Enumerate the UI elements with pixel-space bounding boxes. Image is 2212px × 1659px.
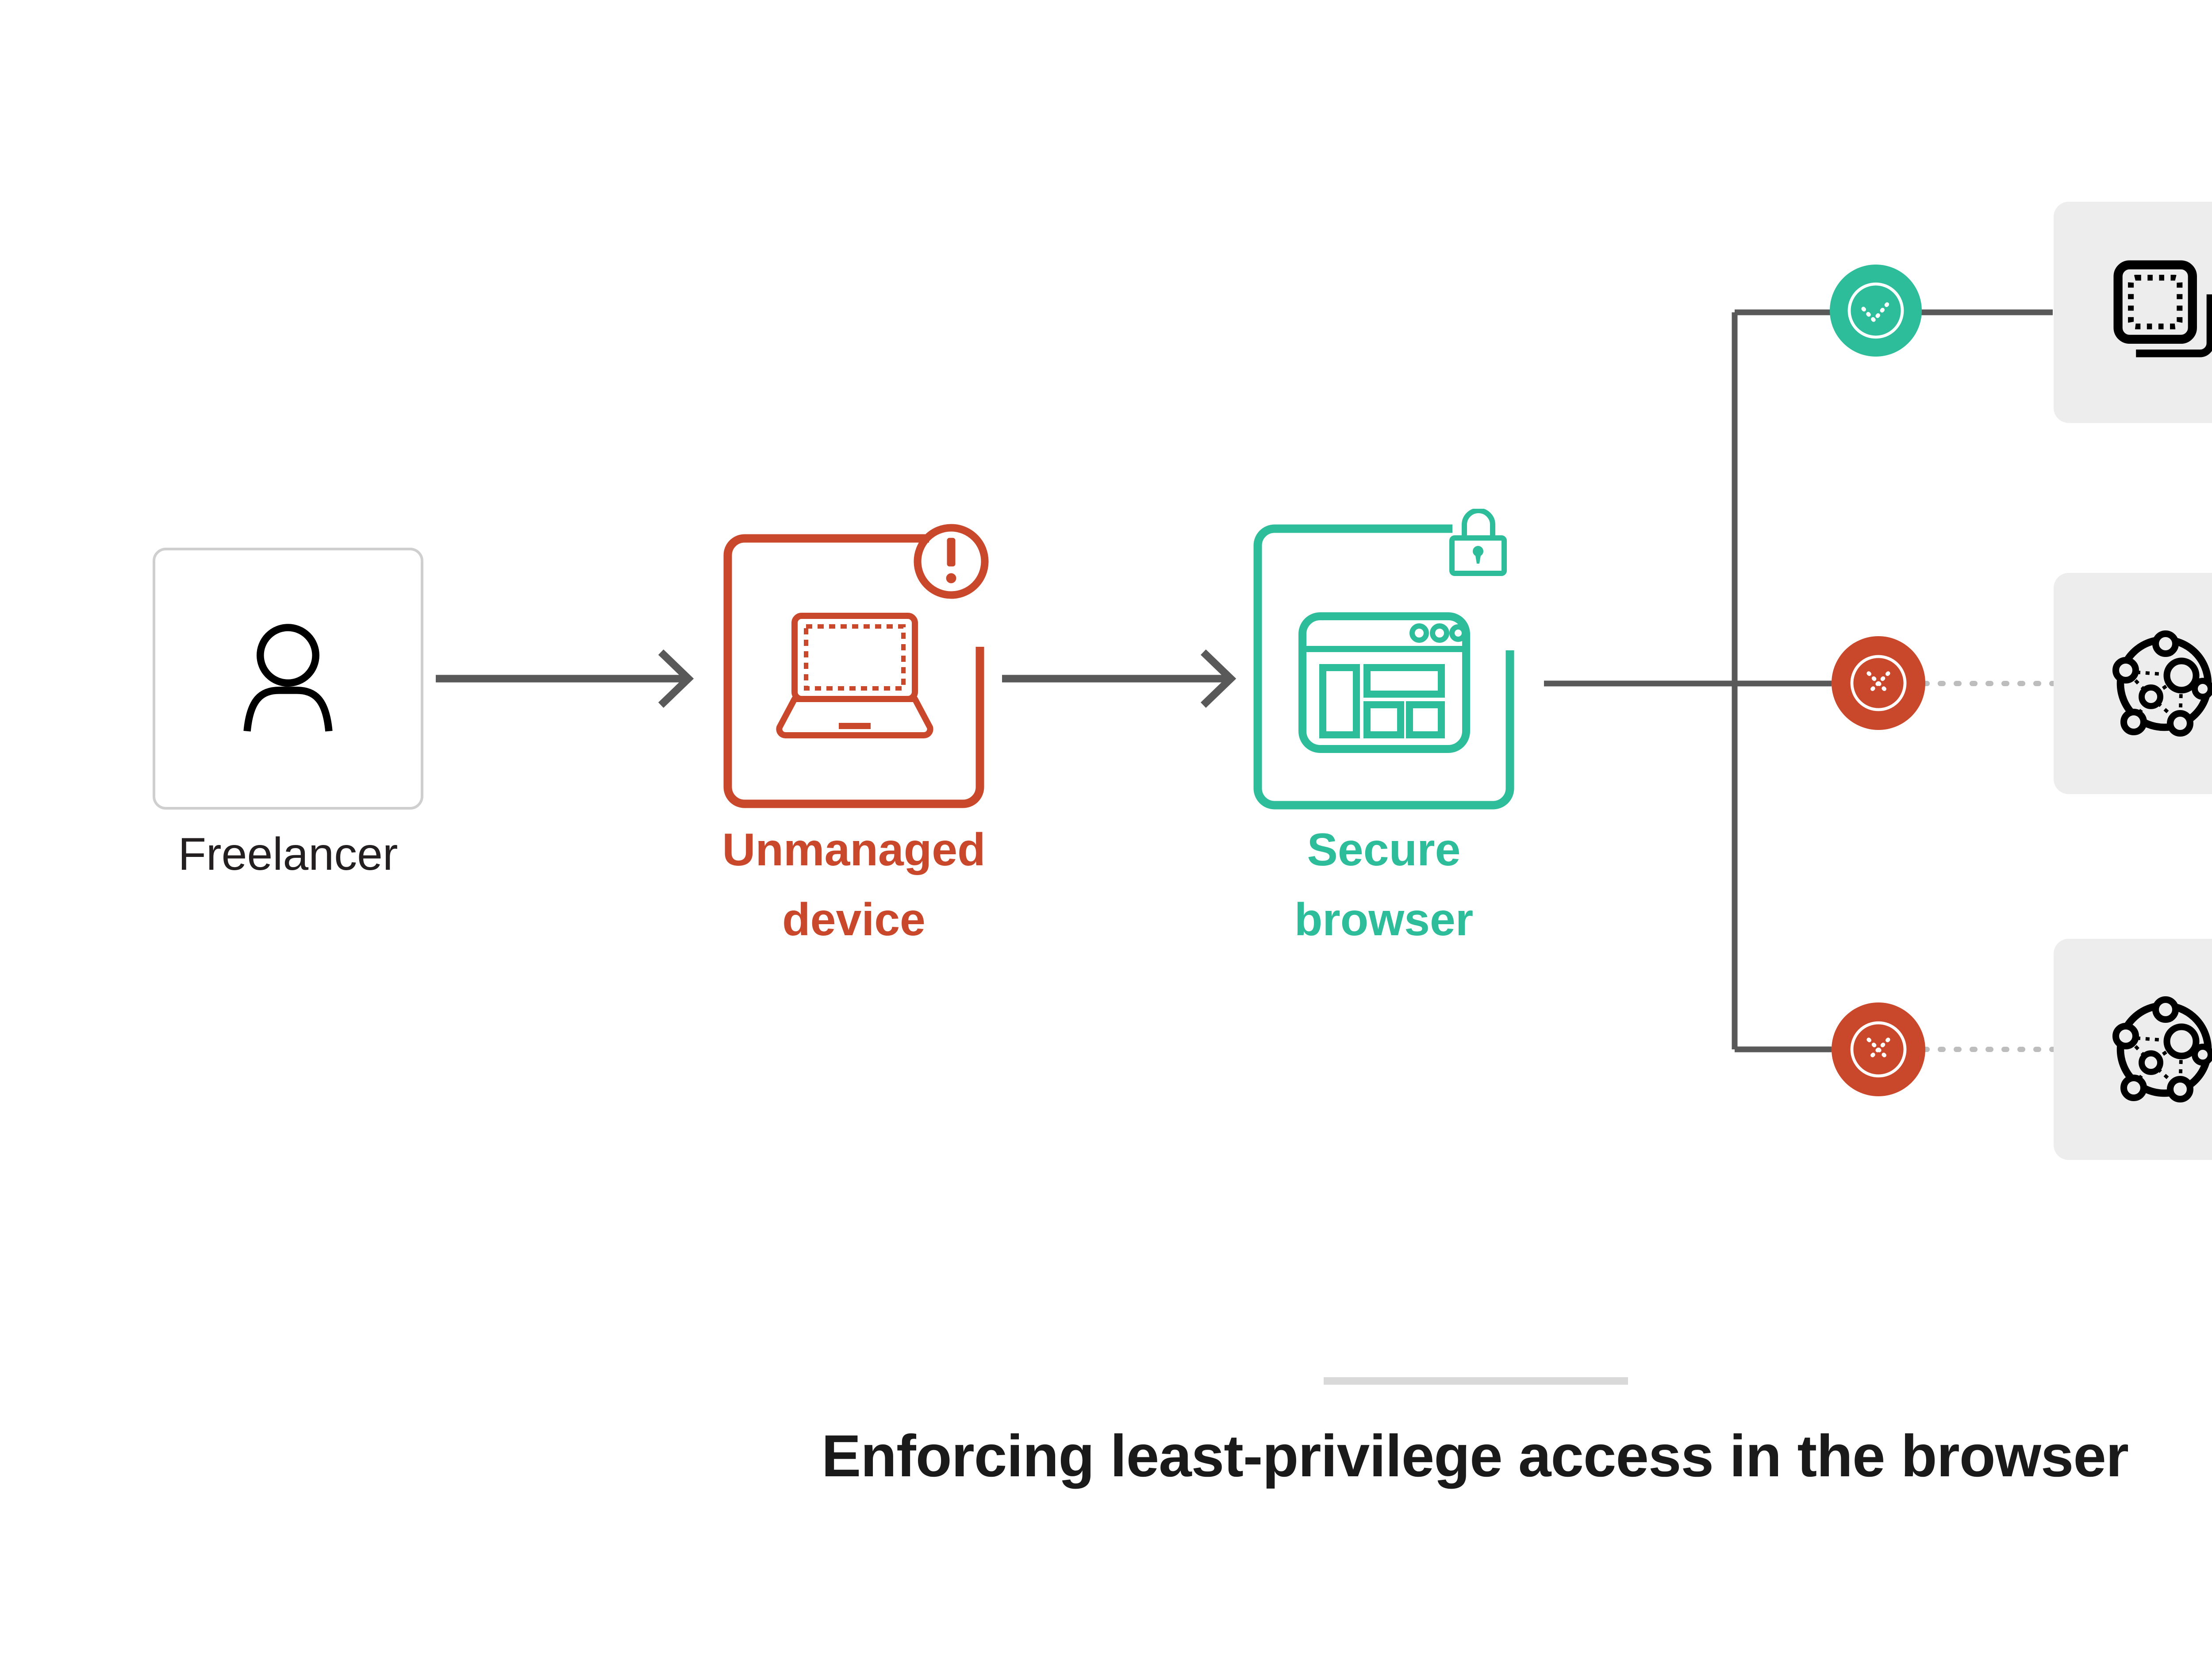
footer-caption: Enforcing least-privilege access in the … xyxy=(821,1423,2129,1489)
padlock-icon xyxy=(1449,509,1507,576)
unmanaged-device-label-line1: Unmanaged xyxy=(722,824,986,876)
secure-browser-card xyxy=(1251,509,1517,812)
secure-browser-label-line2: browser xyxy=(1294,894,1474,945)
browser-frame xyxy=(1253,524,1514,810)
arrow-freelancer-to-device xyxy=(436,649,694,708)
unmanaged-device-label-line2: device xyxy=(782,894,926,945)
person-icon xyxy=(243,624,333,732)
freelancer-label: Freelancer xyxy=(178,829,398,880)
footer-divider xyxy=(1324,1377,1628,1385)
stacked-windows-icon xyxy=(2113,260,2212,357)
network-globe-icon xyxy=(2112,996,2212,1102)
draftkings-tile xyxy=(2054,573,2212,794)
network-globe-icon xyxy=(2112,630,2212,737)
status-badge-espn[interactable] xyxy=(1832,1002,1925,1096)
device-frame xyxy=(723,534,984,808)
alert-exclamation-icon xyxy=(914,524,989,599)
laptop-icon xyxy=(776,613,933,738)
internal-apps-tile xyxy=(2054,202,2212,423)
status-badge-internal-apps[interactable] xyxy=(1830,265,1922,357)
espn-tile xyxy=(2054,939,2212,1160)
status-badge-draftkings[interactable] xyxy=(1832,636,1925,730)
freelancer-tile xyxy=(153,548,423,810)
branch-trunk xyxy=(1544,309,1832,1052)
secure-browser-label-line1: Secure xyxy=(1307,824,1461,876)
arrow-device-to-browser xyxy=(1002,649,1237,708)
unmanaged-device-card xyxy=(721,524,989,810)
browser-window-icon xyxy=(1298,612,1470,753)
